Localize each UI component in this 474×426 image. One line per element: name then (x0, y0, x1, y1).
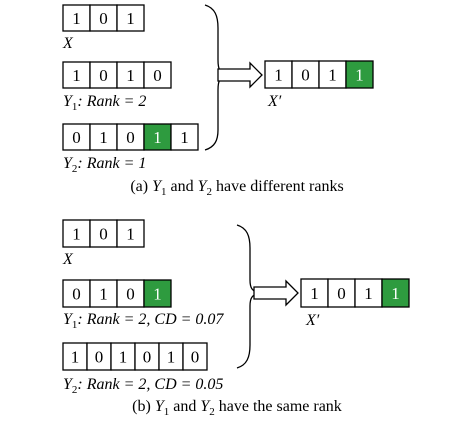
bit-value: 0 (72, 128, 81, 147)
bit-value: 0 (191, 348, 200, 367)
bit-value: 1 (126, 225, 135, 244)
panel-b-caption: (b) Y1 and Y2 have the same rank (132, 398, 342, 418)
panel-b-y2-label: Y2: Rank = 2, CD = 0.05 (63, 376, 223, 396)
bit-cell (116, 219, 145, 248)
panel-a-x-label: X (62, 35, 74, 52)
bit-cell (345, 60, 374, 89)
bit-value: 1 (71, 348, 80, 367)
bit-cell (354, 278, 383, 308)
bit-value: 1 (72, 66, 81, 85)
bit-value: 1 (274, 66, 283, 85)
bit-cell (89, 123, 118, 151)
bit-value: 1 (153, 128, 162, 147)
bit-cell (300, 278, 329, 308)
bit-value: 0 (72, 285, 81, 304)
bit-cell (291, 60, 320, 89)
bit-cell (62, 219, 91, 248)
bit-cell (89, 219, 118, 248)
bit-cell (143, 61, 172, 89)
panel-b-x-label: X (62, 251, 74, 268)
bit-cell (318, 60, 347, 89)
bit-cell (110, 342, 136, 371)
panel-b-arrow (253, 279, 299, 307)
bit-cell (116, 123, 145, 151)
panel-a-y1-label: Y1: Rank = 2 (63, 93, 146, 113)
bit-value: 0 (99, 9, 108, 28)
bit-value: 1 (167, 348, 176, 367)
panel-a-y2-label: Y2: Rank = 1 (63, 155, 146, 175)
bit-value: 1 (328, 66, 337, 85)
bit-value: 1 (126, 66, 135, 85)
bit-cell (158, 342, 184, 371)
bit-cell (89, 4, 118, 32)
bit-value: 0 (99, 225, 108, 244)
bit-value: 0 (337, 284, 346, 303)
bit-value: 1 (355, 66, 364, 85)
bit-cell (62, 123, 91, 151)
panel-a-result-label: X′ (267, 93, 282, 110)
bit-cell (89, 279, 118, 308)
bit-value: 1 (99, 128, 108, 147)
panel-b-y1-label: Y1: Rank = 2, CD = 0.07 (63, 311, 224, 331)
bit-value: 1 (310, 284, 319, 303)
bit-cell (62, 4, 91, 32)
bit-value: 1 (119, 348, 128, 367)
panel-b-result-label: X′ (305, 312, 320, 329)
bit-cell (170, 123, 199, 151)
bit-value: 0 (143, 348, 152, 367)
bit-value: 1 (126, 9, 135, 28)
bit-cell (62, 279, 91, 308)
bit-value: 1 (364, 284, 373, 303)
bit-value: 0 (126, 128, 135, 147)
bit-cell (381, 278, 410, 308)
bit-cell (116, 4, 145, 32)
bit-value: 1 (180, 128, 189, 147)
bit-value: 0 (126, 285, 135, 304)
bit-cell (327, 278, 356, 308)
bit-value: 0 (153, 66, 162, 85)
panel-a-arrow (217, 61, 263, 89)
bit-value: 0 (301, 66, 310, 85)
bit-value: 1 (391, 284, 400, 303)
bit-value: 0 (99, 66, 108, 85)
bit-cell (182, 342, 208, 371)
bit-cell (143, 279, 172, 308)
bit-cell (89, 61, 118, 89)
bit-value: 0 (95, 348, 104, 367)
panel-a-caption: (a) Y1 and Y2 have different ranks (130, 178, 343, 198)
bit-value: 1 (72, 225, 81, 244)
bit-value: 1 (99, 285, 108, 304)
bit-value: 1 (72, 9, 81, 28)
bit-value: 1 (153, 285, 162, 304)
